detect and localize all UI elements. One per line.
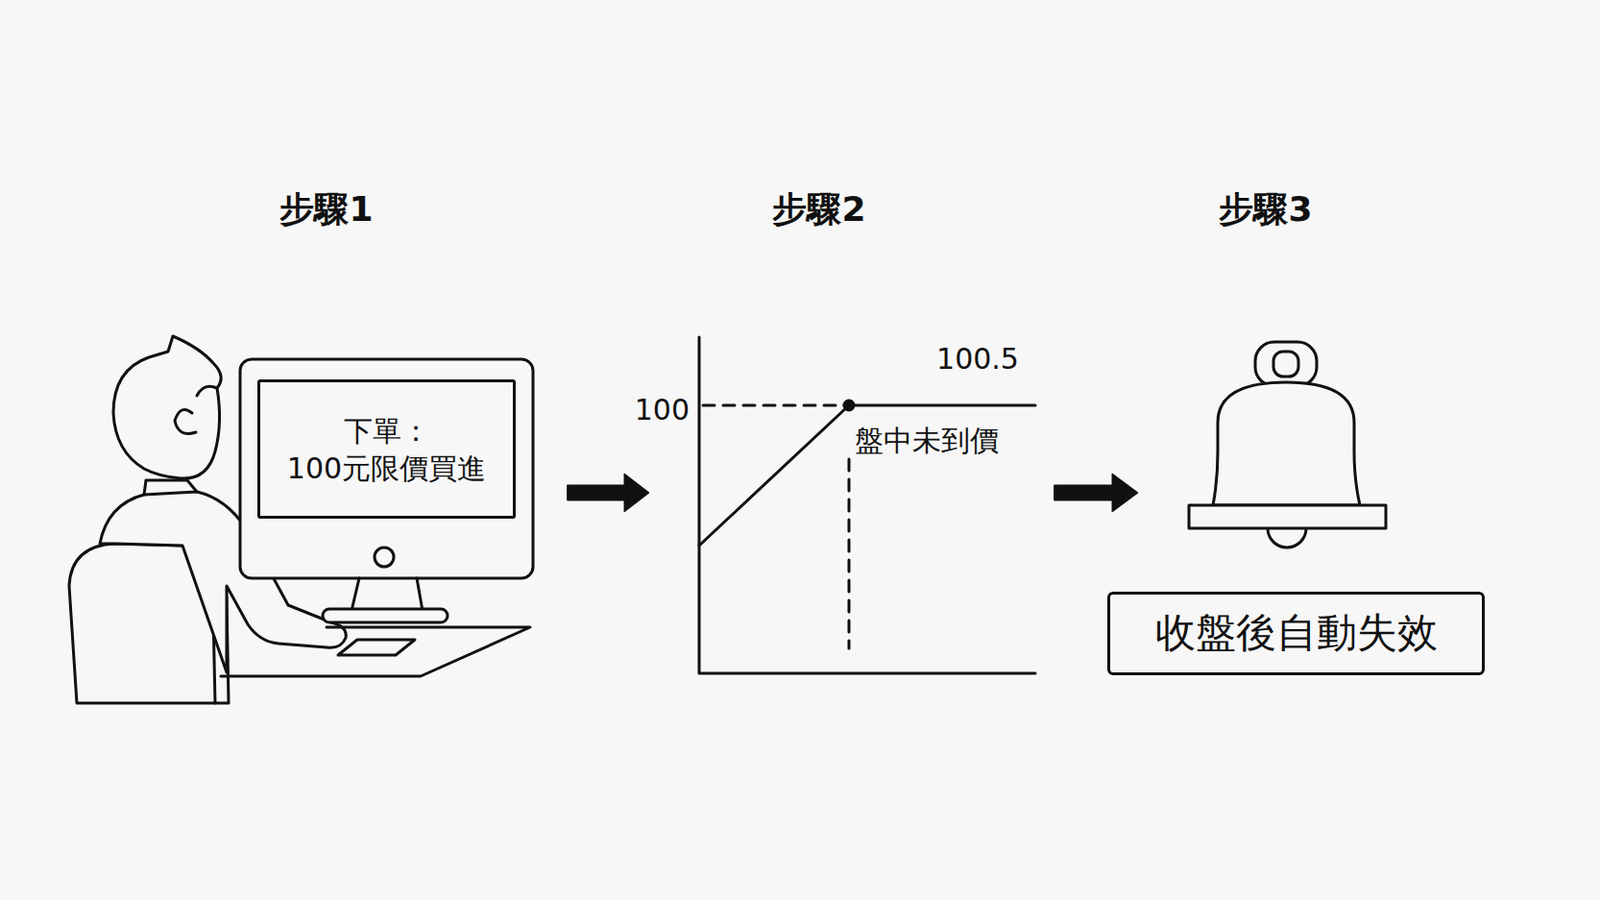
chart-note: 盤中未到價 — [854, 423, 999, 459]
desk — [220, 627, 531, 677]
price-line — [699, 405, 1036, 546]
keyboard — [338, 639, 415, 655]
step-arrow — [567, 473, 650, 512]
time-dash — [848, 459, 851, 649]
bell-rim — [1188, 505, 1386, 529]
step-title: 步驟2 — [772, 188, 866, 230]
chart-axes — [699, 337, 1036, 674]
person-collar — [144, 480, 197, 495]
box-text: 100元限價買進 — [287, 449, 486, 487]
step-title: 步驟1 — [279, 188, 373, 230]
monitor-stand — [351, 578, 423, 611]
step-arrow — [1054, 473, 1139, 512]
bell-clapper — [1267, 528, 1307, 548]
status-box: 收盤後自動失效 — [1107, 591, 1485, 676]
axis-price: 100 — [634, 392, 690, 428]
bell-handle-hole — [1273, 351, 1299, 377]
limit-price-dash — [703, 404, 846, 408]
step-title: 步驟3 — [1218, 188, 1312, 230]
box-text: 下單： — [343, 412, 431, 450]
bell-body — [1212, 382, 1360, 506]
bell-handle — [1255, 341, 1317, 387]
price-value: 100.5 — [936, 341, 1019, 377]
person-hair-line — [196, 386, 218, 396]
monitor-button — [374, 547, 394, 567]
monitor-frame — [240, 359, 534, 579]
person-head — [113, 336, 221, 479]
monitor-base — [322, 608, 448, 623]
person-ear — [174, 409, 196, 434]
price-point — [844, 400, 854, 411]
box-text: 收盤後自動失效 — [1155, 606, 1438, 660]
monitor-screen: 下單：100元限價買進 — [257, 379, 516, 519]
